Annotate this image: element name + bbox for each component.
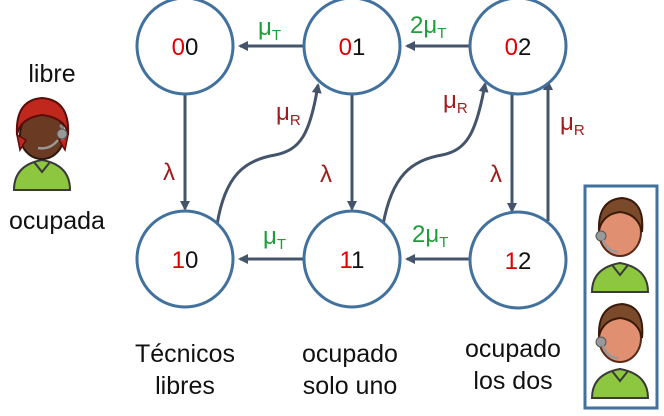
caption-line: solo uno bbox=[302, 372, 398, 400]
rate-mu-t-bottom: μT bbox=[263, 223, 286, 253]
operator-red-headset-icon bbox=[12, 96, 72, 191]
state-node-11 bbox=[302, 209, 402, 309]
rate-lambda-right: λ bbox=[490, 161, 502, 188]
caption-line: libres bbox=[155, 372, 215, 400]
state-label-01: 01 bbox=[339, 34, 366, 61]
rate-mu-t-top: μT bbox=[258, 14, 281, 44]
state-node-10 bbox=[135, 209, 235, 309]
caption-technicians-free: Técnicos libres bbox=[120, 338, 250, 402]
caption-line: Técnicos bbox=[134, 340, 236, 368]
state-node-01 bbox=[302, 0, 402, 96]
technician-icon bbox=[590, 302, 650, 399]
state-label-12: 12 bbox=[505, 248, 532, 275]
rate-lambda-mid: λ bbox=[320, 161, 332, 188]
rate-2mu-t-bottom: 2μT bbox=[412, 221, 448, 251]
arrow-11-to-02 bbox=[381, 82, 489, 226]
rate-mu-r-mid: μR bbox=[443, 87, 468, 117]
caption-line: ocupado bbox=[465, 335, 561, 363]
caption-busy-one: ocupado solo uno bbox=[285, 338, 415, 402]
caption-line: ocupado bbox=[302, 340, 398, 368]
state-node-12 bbox=[468, 210, 568, 310]
state-label-11: 11 bbox=[340, 247, 365, 274]
caption-line: los dos bbox=[473, 367, 553, 395]
state-node-02 bbox=[468, 0, 568, 96]
rate-lambda-left: λ bbox=[163, 159, 175, 186]
legend-busy-label: ocupada bbox=[9, 207, 105, 235]
rate-2mu-t-top: 2μT bbox=[410, 12, 446, 42]
state-label-10: 10 bbox=[172, 247, 199, 274]
legend-free-label: libre bbox=[28, 60, 76, 88]
arrow-10-to-01 bbox=[215, 83, 322, 226]
state-label-00: 00 bbox=[172, 34, 199, 61]
state-label-02: 02 bbox=[505, 34, 532, 61]
caption-busy-both: ocupado los dos bbox=[448, 333, 578, 397]
rate-mu-r-right: μR bbox=[560, 109, 585, 139]
technician-icon bbox=[590, 196, 650, 293]
rate-mu-r-left: μR bbox=[276, 99, 301, 129]
state-node-00 bbox=[135, 0, 235, 96]
